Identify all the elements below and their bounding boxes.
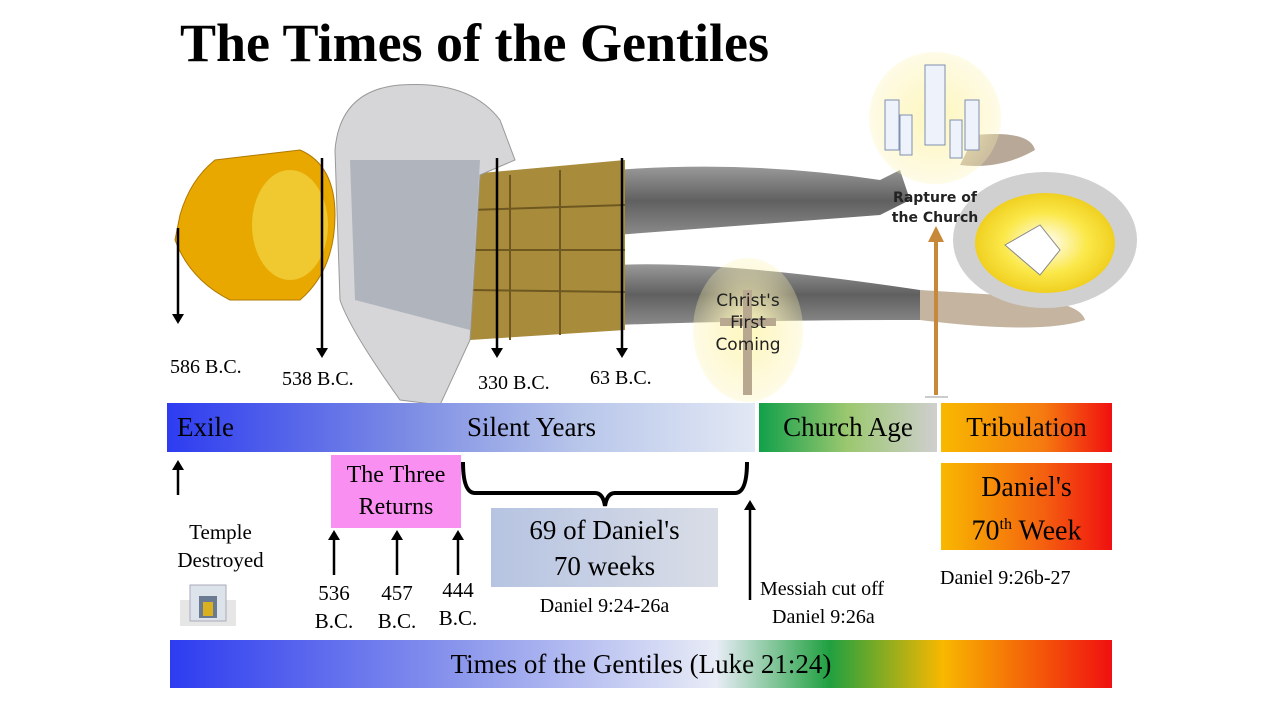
seventieth-week-box: Daniel's 70th Week bbox=[941, 463, 1112, 550]
weeks69-reference: Daniel 9:24-26a bbox=[539, 595, 670, 617]
temple-icon bbox=[180, 584, 236, 626]
weeks-line: 69 of Daniel's bbox=[529, 515, 680, 545]
temple-destroyed-label: Temple Destroyed bbox=[163, 518, 278, 574]
slide-title: The Times of the Gentiles bbox=[180, 13, 769, 73]
week70-line: 70th Week bbox=[941, 506, 1112, 549]
three-returns-box: The Three Returns bbox=[331, 455, 461, 528]
date-538: 538 B.C. bbox=[282, 368, 354, 390]
church-age-bar: Church Age bbox=[759, 403, 937, 452]
bc-era-bar: Exile Silent Years bbox=[167, 403, 755, 452]
foot-bottom bbox=[920, 290, 1085, 328]
tribulation-bar: Tribulation bbox=[941, 403, 1112, 452]
messiah-reference: Daniel 9:26a bbox=[772, 606, 875, 628]
upper-leg bbox=[615, 166, 910, 235]
rapture-label: Rapture of the Church bbox=[885, 188, 985, 228]
silent-years-label: Silent Years bbox=[466, 412, 596, 442]
times-of-gentiles-bar: Times of the Gentiles (Luke 21:24) bbox=[170, 640, 1112, 688]
first-coming-line: Coming bbox=[715, 335, 781, 355]
week-word: Week bbox=[1011, 515, 1082, 547]
exile-label: Exile bbox=[177, 412, 234, 442]
year: 536 bbox=[318, 581, 350, 605]
year: 444 bbox=[442, 578, 474, 602]
era: B.C. bbox=[438, 606, 478, 630]
week70-reference: Daniel 9:26b-27 bbox=[940, 567, 1071, 589]
messiah-cut-off-label: Messiah cut off bbox=[760, 578, 885, 600]
temple-line: Destroyed bbox=[177, 548, 264, 572]
year: 457 bbox=[381, 581, 413, 605]
sixty-nine-weeks-box: 69 of Daniel's 70 weeks bbox=[491, 508, 718, 587]
era: B.C. bbox=[377, 609, 417, 633]
first-coming-line: Christ's bbox=[716, 291, 780, 311]
rapture-line: the Church bbox=[891, 210, 979, 226]
temple-line: Temple bbox=[189, 520, 252, 544]
rapture-line: Rapture of bbox=[893, 190, 977, 206]
date-arrows bbox=[176, 158, 624, 352]
up-arrows bbox=[176, 468, 752, 600]
week70-line: Daniel's bbox=[981, 472, 1072, 503]
date-63: 63 B.C. bbox=[590, 367, 652, 389]
date-586: 586 B.C. bbox=[170, 356, 242, 378]
returns-line: Returns bbox=[358, 494, 434, 520]
returns-line: The Three bbox=[346, 462, 446, 488]
first-coming-label: Christ's First Coming bbox=[713, 290, 783, 356]
weeks-line: 70 weeks bbox=[553, 551, 656, 581]
era: B.C. bbox=[314, 609, 354, 633]
date-330: 330 B.C. bbox=[478, 372, 550, 394]
week-number: 70 bbox=[971, 515, 1000, 547]
first-coming-line: First bbox=[730, 313, 766, 333]
brace bbox=[461, 461, 749, 507]
week-suffix: th bbox=[999, 516, 1012, 533]
